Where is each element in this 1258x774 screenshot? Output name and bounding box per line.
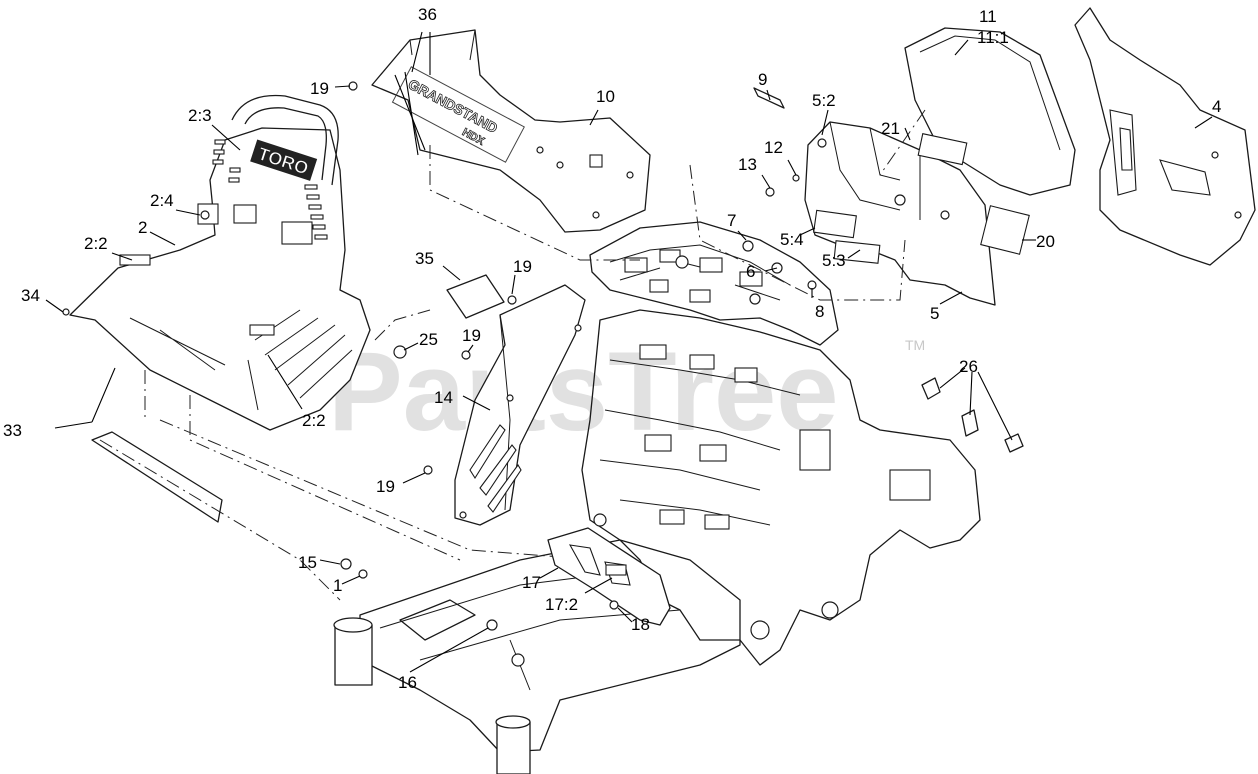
part-12-pin	[792, 174, 800, 182]
part-13-bolt	[765, 187, 775, 197]
part-4-side-panel	[1074, 7, 1256, 266]
callout-5-2: 5:2	[812, 91, 836, 110]
part-18-nut	[609, 600, 619, 610]
part-2-engine-cover: TORO	[62, 94, 371, 431]
callout-16: 16	[398, 673, 417, 692]
part-17-bracket	[547, 527, 671, 626]
callout-5: 5	[930, 304, 939, 323]
part-7-bolt	[742, 240, 754, 252]
callout-13: 13	[738, 155, 757, 174]
dash-outline-cover11	[879, 109, 926, 176]
callout-26: 26	[959, 357, 978, 376]
part-19-screw-a	[348, 81, 358, 91]
callout-21: 21	[881, 119, 900, 138]
part-19-screw-c	[461, 350, 471, 360]
callout-17-2: 17:2	[545, 595, 578, 614]
callout-1: 1	[333, 576, 342, 595]
dash-outline-cover	[99, 370, 461, 601]
partstree-watermark: PartsTree	[328, 329, 839, 454]
leader-lines	[45, 31, 1213, 673]
callout-5-4: 5:4	[780, 230, 804, 249]
part-19-screw-d	[423, 465, 433, 475]
callout-2-2a: 2:2	[84, 234, 108, 253]
part-10-console: GRANDSTAND HDX	[371, 29, 651, 233]
part-26-spacers	[921, 377, 1024, 453]
part-14-bracket	[454, 284, 586, 526]
dash-outline-console	[429, 145, 640, 261]
callout-14: 14	[434, 388, 453, 407]
part-15-nut	[340, 558, 352, 570]
callout-9: 9	[758, 70, 767, 89]
callout-17: 17	[522, 573, 541, 592]
callout-33: 33	[3, 421, 22, 440]
callout-7: 7	[727, 211, 736, 230]
callout-19b: 19	[513, 257, 532, 276]
part-35-plate	[446, 274, 505, 319]
callout-19a: 19	[310, 79, 329, 98]
dash-outline-25	[374, 309, 431, 341]
callout-2-4: 2:4	[150, 191, 174, 210]
dash-outline-shroud	[689, 164, 906, 301]
part-11-cover	[904, 27, 1076, 196]
watermark-tm: TM	[905, 337, 925, 353]
callout-6: 6	[746, 262, 755, 281]
callout-19d: 19	[376, 477, 395, 496]
callout-labels: 36 11 11:1 19 10 9 4 2:3 5:2 21 12 13 2:…	[3, 5, 1221, 692]
callout-5-3: 5:3	[822, 251, 846, 270]
part-1-washer	[358, 569, 368, 579]
callout-8: 8	[815, 302, 824, 321]
part-19-screw-b	[507, 295, 517, 305]
callout-2-2b: 2:2	[302, 411, 326, 430]
callout-19c: 19	[462, 326, 481, 345]
cover-vent-slots	[212, 139, 328, 245]
main-frame	[581, 221, 981, 666]
callout-10: 10	[596, 87, 615, 106]
callout-11: 11	[979, 7, 997, 26]
base-platform	[333, 539, 741, 774]
callout-34: 34	[21, 286, 40, 305]
callout-2: 2	[138, 218, 147, 237]
callout-15: 15	[298, 553, 317, 572]
callout-18: 18	[631, 615, 650, 634]
callout-35: 35	[415, 249, 434, 268]
part-5-shroud	[804, 121, 1030, 306]
callout-12: 12	[764, 138, 783, 157]
part-16-bolt	[486, 619, 498, 631]
callout-25: 25	[419, 330, 438, 349]
callout-2-3: 2:3	[188, 106, 212, 125]
hardware	[340, 81, 827, 631]
part-25-nut	[393, 345, 407, 359]
callout-4: 4	[1212, 97, 1221, 116]
callout-36: 36	[418, 5, 437, 24]
callout-20: 20	[1036, 232, 1055, 251]
callout-11-1: 11:1	[977, 28, 1009, 47]
part-5-2-clip	[817, 138, 827, 148]
part-10-leader-lines	[394, 71, 426, 156]
part-8-screw	[807, 280, 817, 290]
